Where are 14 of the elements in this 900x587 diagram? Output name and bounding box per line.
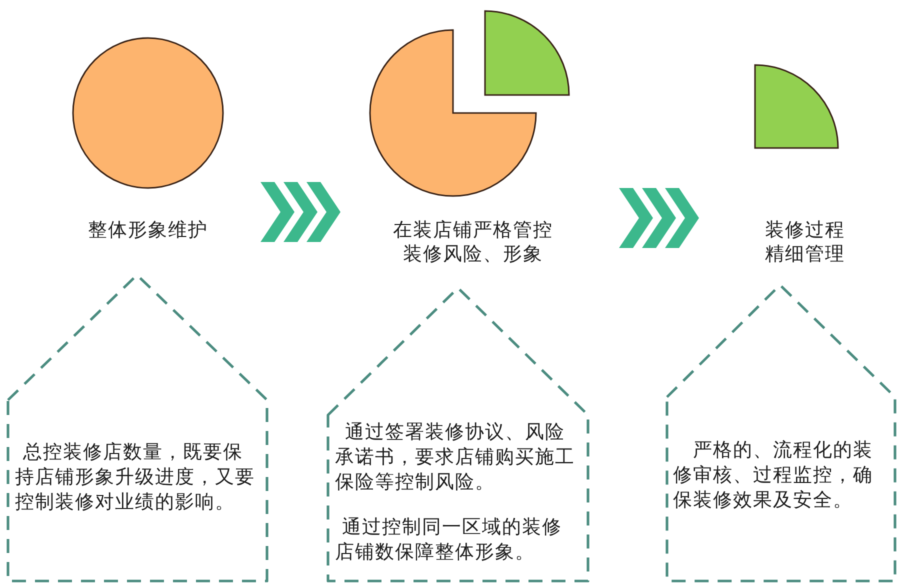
chevron-arrow — [619, 188, 699, 248]
quarter-circle-graphic — [753, 63, 841, 151]
description-text: 通过控制同一区域的装修店铺数保障整体形象。 — [335, 515, 563, 565]
description-text: 严格的、流程化的装修审核、过程监控，确保装修效果及安全。 — [673, 438, 874, 513]
chevron-arrow — [260, 182, 340, 242]
caption-text: 装修过程精细管理 — [764, 218, 846, 266]
dashed-house-frame — [326, 286, 590, 583]
description-text: 总控装修店数量，既要保持店铺形象升级进度，又要控制装修对业绩的影响。 — [15, 440, 256, 515]
caption-text: 在装店铺严格管控装修风险、形象 — [392, 218, 554, 266]
caption-text: 整体形象维护 — [87, 218, 209, 242]
description-text: 通过签署装修协议、风险承诺书，要求店铺购买施工保险等控制风险。 — [335, 420, 576, 495]
circle-graphic — [71, 36, 225, 190]
pie-graphic — [368, 9, 571, 199]
dashed-house-frame — [665, 283, 897, 583]
